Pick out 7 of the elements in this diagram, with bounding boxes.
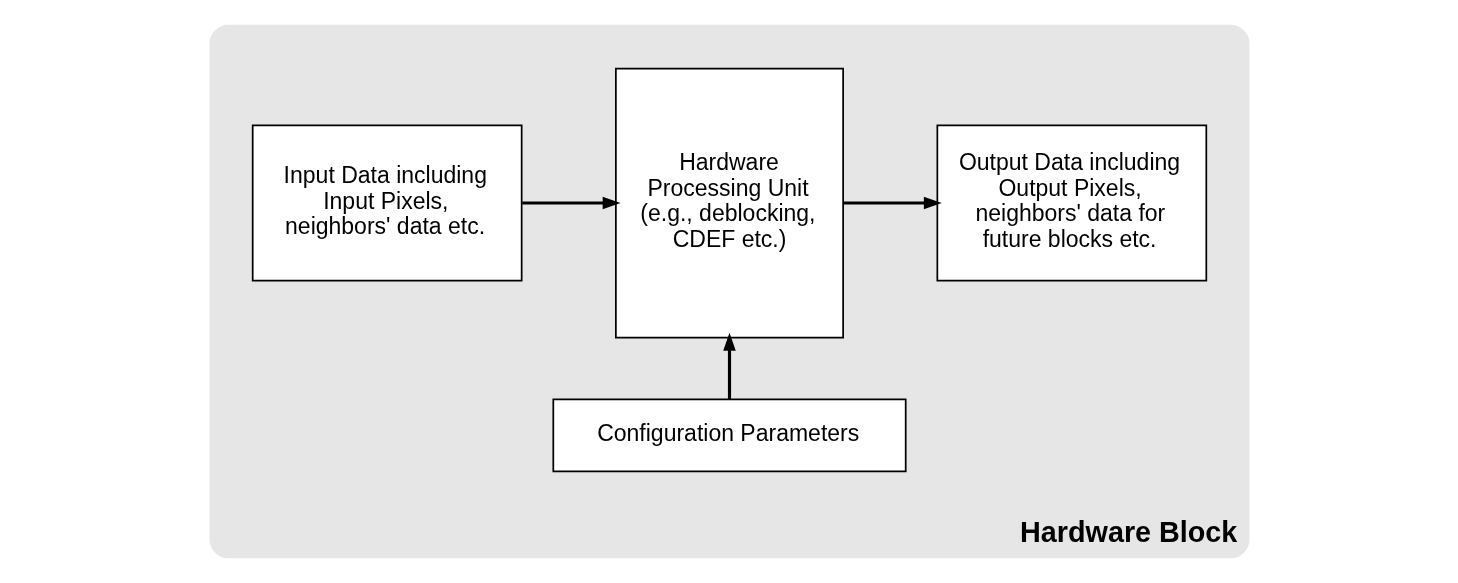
arrow	[521, 196, 620, 210]
arrow	[722, 332, 736, 400]
node-box: Hardware Processing Unit (e.g., deblocking, CDEF etc.)	[614, 67, 844, 339]
arrow	[842, 196, 942, 210]
node-box: Output Data including Output Pixels, neighbors' data for future blocks etc.	[935, 124, 1207, 282]
node-box: Configuration Parameters	[551, 398, 907, 473]
node-box: Input Data including Input Pixels, neighbors' data etc.	[251, 124, 523, 282]
